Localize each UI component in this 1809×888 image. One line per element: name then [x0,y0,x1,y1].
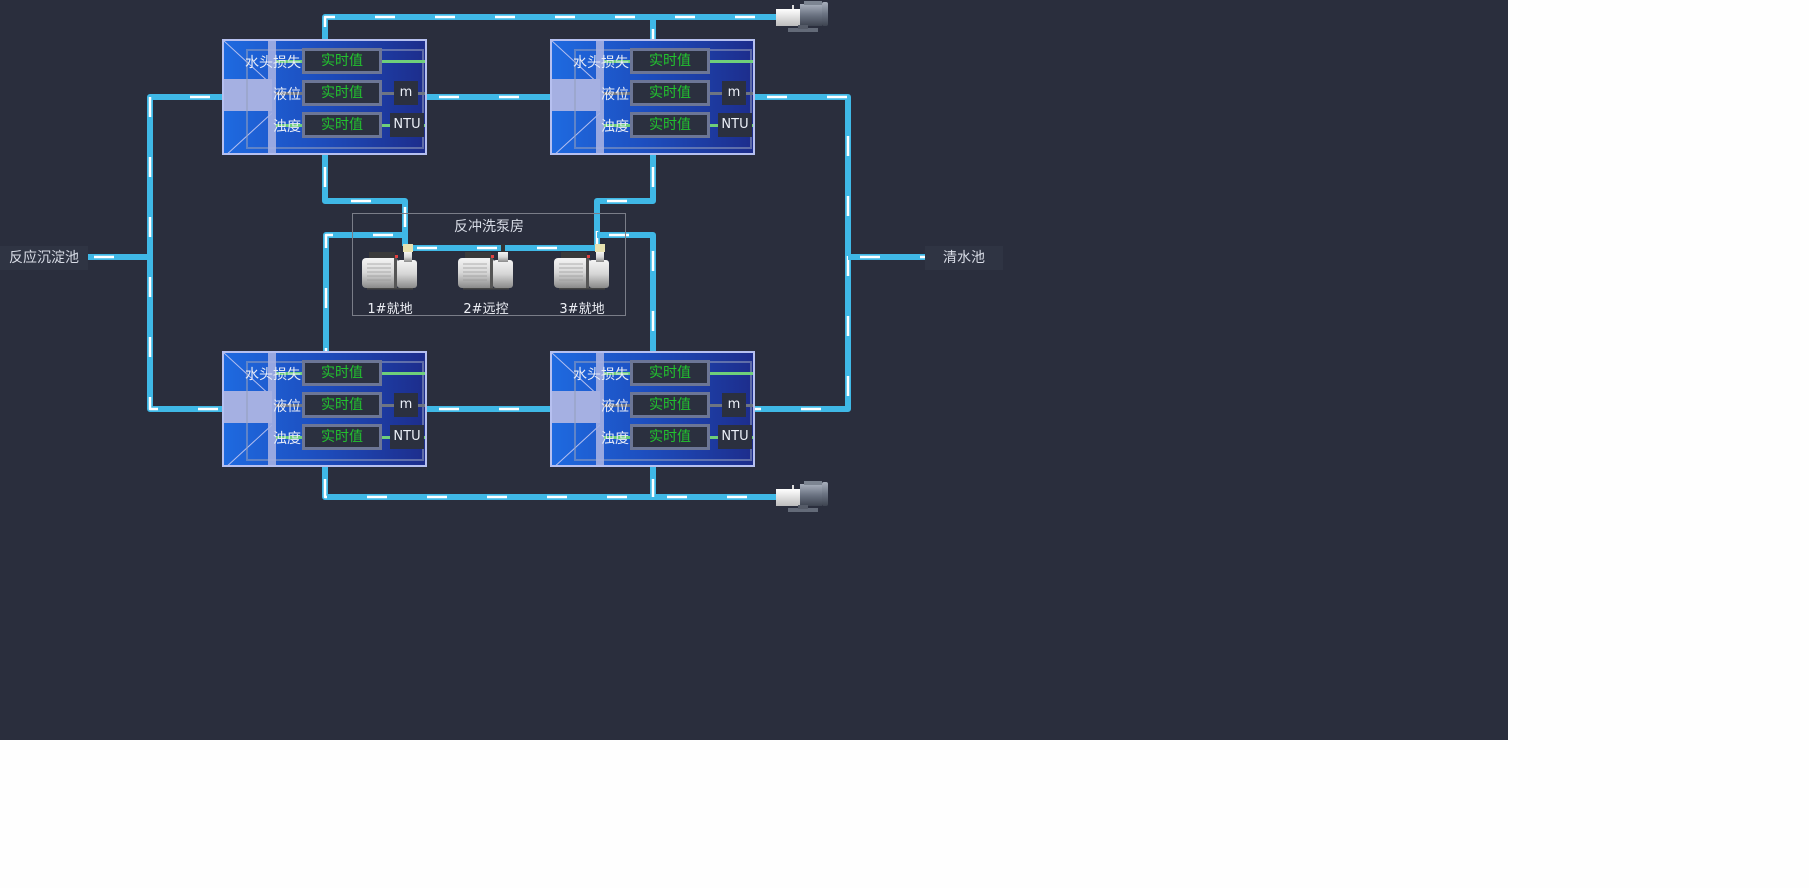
unit-label: NTU [390,113,424,137]
realtime-value-field[interactable]: 实时值 [630,424,710,450]
measurement-label: 浊度 [601,431,629,447]
measurement-label: 水头损失 [245,367,301,383]
filter-row: 液位 实时值 m [224,79,425,107]
pipe-flow-dash [323,467,780,499]
outlet-pool-label[interactable]: 清水池 [925,246,1003,270]
pump-label: 2#远控 [463,302,509,317]
filter-row: 液位 实时值 m [552,79,753,107]
filter-row: 液位 实时值 m [552,391,753,419]
realtime-value-field[interactable]: 实时值 [630,48,710,74]
unit-label: m [722,393,746,417]
filter-vertical-bar [596,41,604,153]
measurement-label: 浊度 [273,119,301,135]
measurement-label: 液位 [273,399,301,415]
pipe-flow-dash [323,155,407,246]
pump-label: 1#就地 [367,302,413,317]
filter-row: 浊度 实时值 NTU [224,423,425,451]
realtime-value-field[interactable]: 实时值 [302,112,382,138]
measurement-label: 水头损失 [245,55,301,71]
filter-diagonal-icon [224,41,273,153]
filter-diagonal-icon [552,353,601,465]
unit-label: m [394,393,418,417]
vacuum-pump-icon[interactable] [553,244,611,292]
filter-mid-band [552,79,600,111]
measurement-label: 浊度 [601,119,629,135]
filter-4[interactable]: 水头损失 实时值 液位 实时值 m 浊度 实时值 NTU [550,351,755,467]
pipe-segment [755,94,851,412]
filter-row: 水头损失 实时值 [552,47,753,75]
pipe-flow-dash [324,233,405,351]
filter-row: 水头损失 实时值 [224,47,425,75]
process-canvas: 反应沉淀池 清水池 水头损失 实时值 液位 实时值 m 浊度 实时值 NTU [0,0,1508,740]
realtime-value-field[interactable]: 实时值 [630,360,710,386]
pipe-flow-dash [755,95,850,411]
vacuum-pump-icon[interactable] [361,244,419,292]
measurement-label: 浊度 [273,431,301,447]
filter-row: 水头损失 实时值 [224,359,425,387]
pipe-flow-dash [323,15,780,39]
unit-label: NTU [390,425,424,449]
top-blower-motor-icon[interactable] [776,0,836,40]
pipe-segment [147,94,222,412]
filter-diagonal-icon [552,41,601,153]
filter-2[interactable]: 水头损失 实时值 液位 实时值 m 浊度 实时值 NTU [550,39,755,155]
realtime-value-field[interactable]: 实时值 [630,80,710,106]
measurement-label: 水头损失 [573,55,629,71]
realtime-value-field[interactable]: 实时值 [302,80,382,106]
realtime-value-field[interactable]: 实时值 [630,112,710,138]
pump-house-title: 反冲洗泵房 [454,219,524,235]
measurement-label: 液位 [273,87,301,103]
pipe-flow-dash [148,95,222,411]
bottom-blower-motor-icon[interactable] [776,480,836,520]
inlet-pool-label[interactable]: 反应沉淀池 [0,246,88,270]
realtime-value-field[interactable]: 实时值 [302,424,382,450]
filter-row: 浊度 实时值 NTU [552,423,753,451]
realtime-value-field[interactable]: 实时值 [630,392,710,418]
pipe-segment [322,14,780,39]
filter-mid-band [224,79,272,111]
pump-label: 3#就地 [559,302,605,317]
filter-diagonal-icon [224,353,273,465]
pipe-flow-dash [597,233,655,351]
filter-3[interactable]: 水头损失 实时值 液位 实时值 m 浊度 实时值 NTU [222,351,427,467]
filter-row: 液位 实时值 m [224,391,425,419]
filter-mid-band [224,391,272,423]
filter-vertical-bar [596,353,604,465]
filter-row: 浊度 实时值 NTU [224,111,425,139]
filter-1[interactable]: 水头损失 实时值 液位 实时值 m 浊度 实时值 NTU [222,39,427,155]
filter-row: 浊度 实时值 NTU [552,111,753,139]
filter-vertical-bar [268,353,276,465]
filter-vertical-bar [268,41,276,153]
realtime-value-field[interactable]: 实时值 [302,392,382,418]
pipe-segment [322,467,780,500]
unit-label: m [722,81,746,105]
measurement-label: 液位 [601,87,629,103]
realtime-value-field[interactable]: 实时值 [302,360,382,386]
measurement-label: 水头损失 [573,367,629,383]
measurement-label: 液位 [601,399,629,415]
filter-row: 水头损失 实时值 [552,359,753,387]
unit-label: m [394,81,418,105]
filter-mid-band [552,391,600,423]
backwash-pump-house: 反冲洗泵房 1#就地 [352,213,626,317]
unit-label: NTU [718,113,752,137]
pipe-flow-dash [595,155,655,246]
vacuum-pump-icon[interactable] [457,244,515,292]
unit-label: NTU [718,425,752,449]
realtime-value-field[interactable]: 实时值 [302,48,382,74]
